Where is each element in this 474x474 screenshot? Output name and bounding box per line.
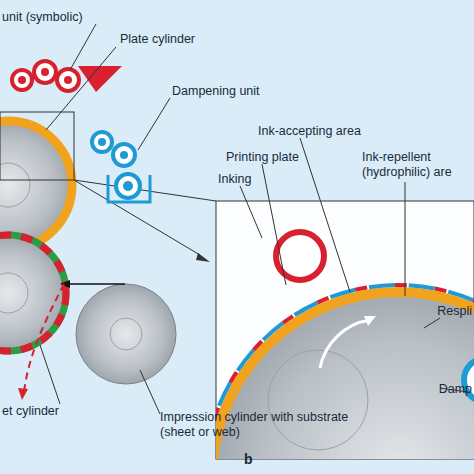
part-label: Respli xyxy=(437,304,472,319)
part-label: Damp xyxy=(439,382,472,397)
part-label: Plate cylinder xyxy=(120,32,195,47)
detail-frame xyxy=(0,112,74,180)
part-label: unit (symbolic) xyxy=(2,10,83,25)
part-label: Printing plate xyxy=(226,150,299,165)
part-label: Dampening unit xyxy=(172,84,260,99)
part-label: Inking xyxy=(218,172,251,187)
part-label: Ink-repellent (hydrophilic) are xyxy=(362,150,474,180)
substrate-path xyxy=(24,284,64,392)
part-label: Impression cylinder with substrate (shee… xyxy=(160,410,350,440)
ink-fountain xyxy=(78,66,122,92)
impression-cylinder xyxy=(76,284,176,384)
inking-rollers xyxy=(12,61,79,91)
part-label: Ink-accepting area xyxy=(258,124,361,139)
dampening-rollers xyxy=(92,132,140,198)
part-label: et cylinder xyxy=(2,404,59,419)
plate-cylinder-detail xyxy=(216,288,474,459)
leader-lines xyxy=(40,24,170,414)
dampening-tray xyxy=(108,175,150,202)
blanket-cylinder xyxy=(0,235,66,351)
panel-letter: b xyxy=(244,452,253,467)
plate-cylinder xyxy=(0,121,72,249)
